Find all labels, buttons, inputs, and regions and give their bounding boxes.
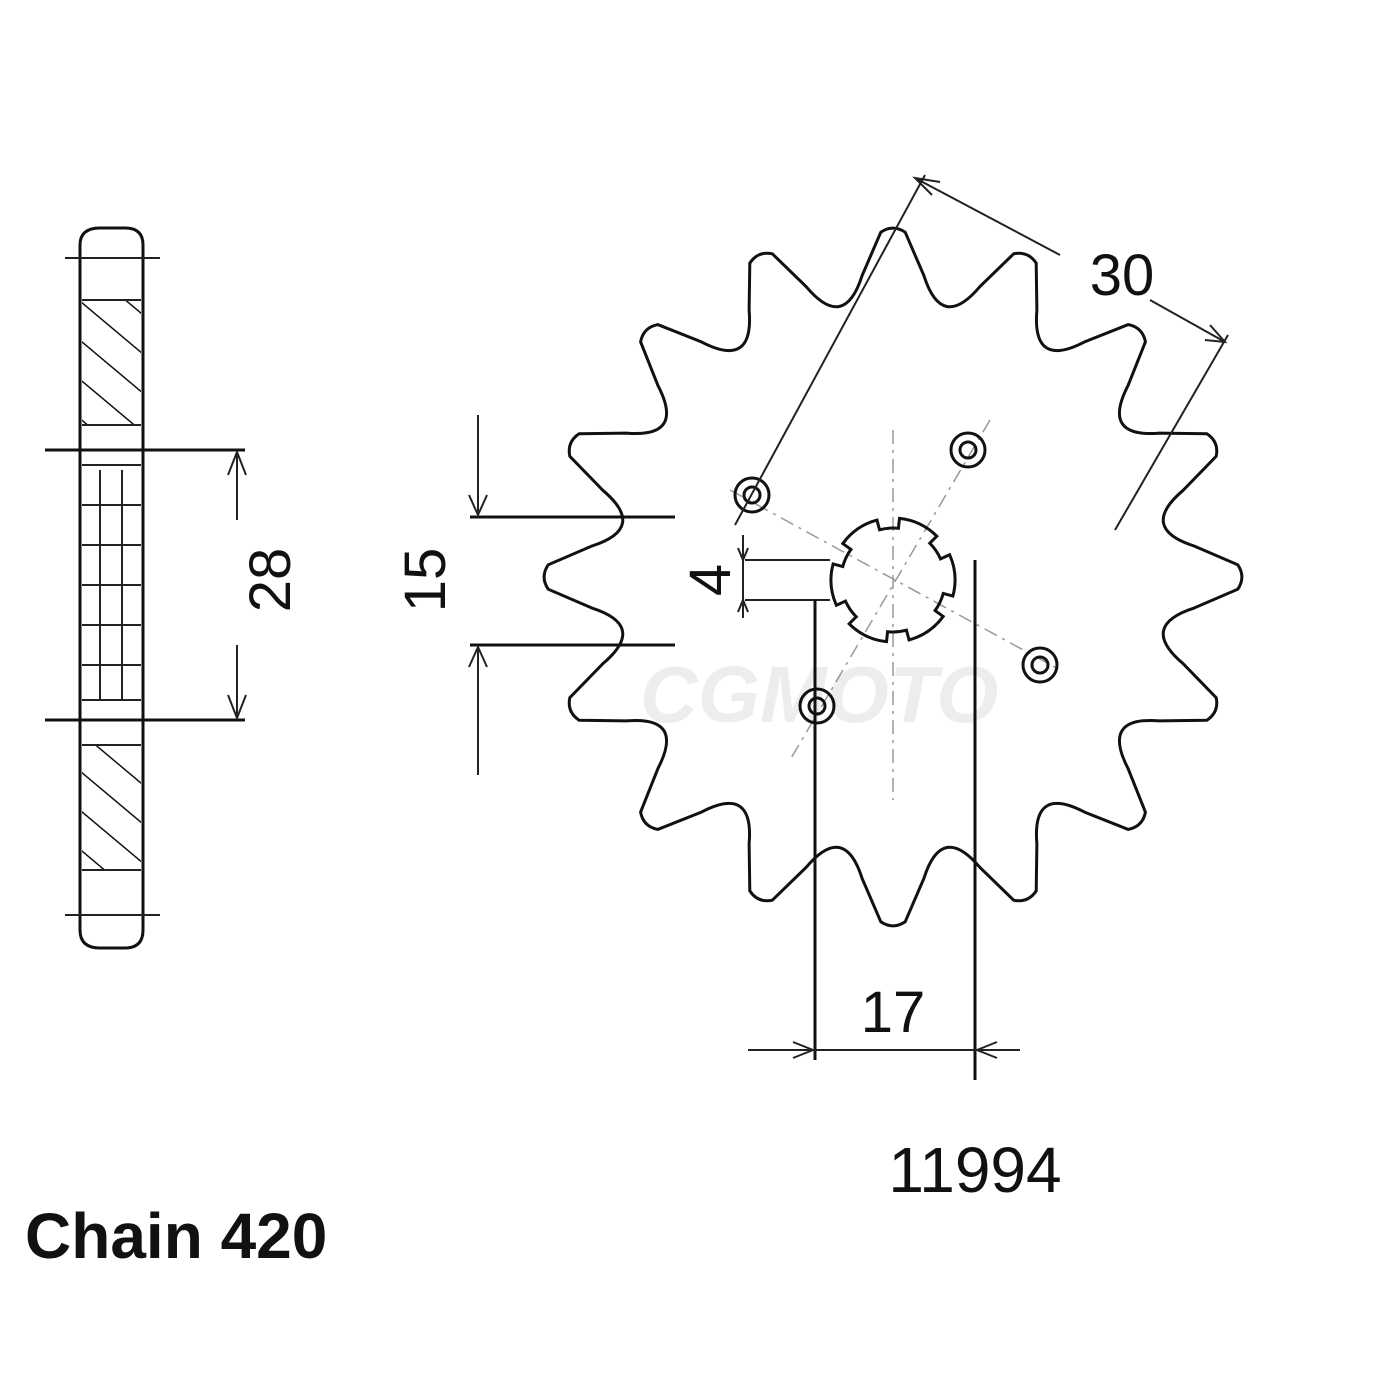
dimension-4: 4 (678, 535, 830, 618)
sprocket-outline (542, 226, 1244, 928)
part-number: 11994 (888, 1134, 1061, 1206)
dim-4: 4 (678, 564, 743, 596)
bolt-hole (1021, 646, 1059, 684)
bolt-hole (798, 687, 836, 725)
dim-15: 15 (393, 548, 458, 613)
side-view: 28 (45, 226, 303, 950)
dimension-15: 15 (393, 415, 675, 775)
chain-label: Chain 420 (25, 1200, 327, 1272)
bolt-hole (733, 476, 771, 514)
center-lines (729, 419, 1061, 800)
dim-30: 30 (1090, 243, 1155, 308)
dimension-30: 30 (734, 174, 1229, 531)
dim-28: 28 (238, 548, 303, 613)
dimension-17: 17 (748, 560, 1020, 1080)
splined-bore (829, 516, 957, 644)
dim-17: 17 (861, 980, 926, 1045)
bolt-holes (733, 431, 1059, 725)
watermark: CGMOTO (640, 650, 999, 739)
bolt-hole (949, 431, 987, 469)
